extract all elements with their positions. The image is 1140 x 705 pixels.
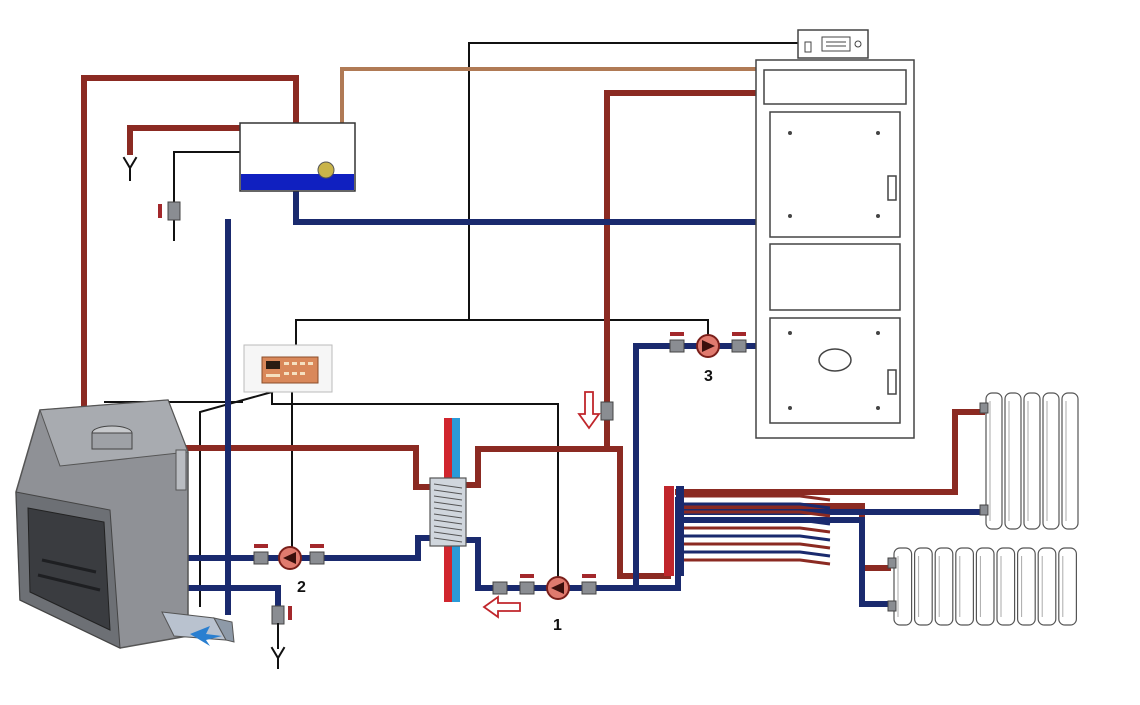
pump-3 xyxy=(696,334,720,358)
boiler xyxy=(755,59,915,439)
drain-fittings xyxy=(122,156,286,669)
radiator-section xyxy=(955,547,974,626)
expansion-tank xyxy=(239,122,356,192)
pump-2 xyxy=(278,546,302,570)
hot-pipe-fireplace-riser xyxy=(81,75,299,408)
manifold-circuit xyxy=(684,518,831,526)
hot-pipe-fireplace-out xyxy=(169,445,435,490)
valves xyxy=(158,201,747,625)
hx-plate xyxy=(433,507,463,513)
float-ball xyxy=(317,161,335,179)
fireplace-insert xyxy=(15,399,189,649)
cold-pipe-tank-down xyxy=(293,185,759,225)
radiator-valve-bottom xyxy=(887,600,897,612)
manifold-circuit xyxy=(684,510,831,518)
radiator-section xyxy=(1016,547,1036,626)
hx-plate xyxy=(433,489,463,495)
pump-label-3: 3 xyxy=(704,368,713,385)
manifold-circuit xyxy=(684,494,831,502)
signal-wire-sensor xyxy=(199,390,274,607)
manifold-circuit xyxy=(684,542,831,550)
hx-plate xyxy=(433,525,463,531)
air-damper xyxy=(161,611,235,646)
radiator-section xyxy=(934,547,954,626)
signal-wire-pump1 xyxy=(271,391,559,589)
hx-plate xyxy=(433,513,463,519)
signal-wire-main xyxy=(468,42,799,321)
hx-plate xyxy=(433,495,463,501)
radiator-section xyxy=(1042,392,1060,530)
radiator-upper xyxy=(979,392,1079,530)
hx-plate xyxy=(433,483,463,489)
hx-plate xyxy=(433,519,463,525)
manifold-circuit xyxy=(684,502,831,510)
hx-plate xyxy=(433,501,463,507)
cold-pipe-lower-radiator xyxy=(675,517,891,607)
cold-pipe-fireplace-return xyxy=(183,585,281,613)
pump-label-2: 2 xyxy=(297,579,306,596)
radiator-valve-bottom xyxy=(979,504,989,516)
signal-wire-distributor xyxy=(295,319,709,346)
radiator-section xyxy=(1061,392,1079,530)
heat-exchanger xyxy=(429,418,467,602)
radiator-lower xyxy=(887,547,1078,626)
manifold-circuits xyxy=(684,494,831,566)
manifold-circuit xyxy=(684,534,831,542)
radiator-section xyxy=(913,547,933,626)
boiler-controller xyxy=(797,29,869,59)
manifold-circuit xyxy=(684,550,831,558)
manifold-circuit xyxy=(684,558,831,566)
tank-water xyxy=(241,174,354,190)
hx-plate xyxy=(433,531,463,537)
flow-arrow-down xyxy=(577,391,601,430)
hx-plate xyxy=(433,537,463,543)
hx-plates xyxy=(433,483,463,543)
radiator-section xyxy=(1037,547,1057,626)
hot-pipe-overflow xyxy=(127,125,243,155)
pump-1 xyxy=(546,576,570,600)
flow-arrow-left xyxy=(482,595,521,619)
cold-pipe-pump2-line xyxy=(183,535,435,561)
radiator-section xyxy=(1023,392,1041,530)
radiator-valve-top xyxy=(979,402,989,414)
signal-wires xyxy=(104,42,799,607)
hot-pipe-upper-radiator xyxy=(675,409,985,495)
hot-pipe-boiler-feed xyxy=(604,90,759,451)
radiator-section xyxy=(1058,547,1078,626)
hot-pipe-hx-out xyxy=(463,446,671,579)
manifold xyxy=(664,486,684,576)
pumps xyxy=(278,334,720,600)
wall-controller xyxy=(243,344,333,393)
radiator-section xyxy=(996,547,1016,626)
radiator-section xyxy=(975,547,995,626)
tan-line xyxy=(340,67,757,127)
radiator-section xyxy=(893,547,913,626)
radiator-section xyxy=(1004,392,1022,530)
pump-label-1: 1 xyxy=(553,617,562,634)
manifold-circuit xyxy=(684,526,831,534)
radiator-valve-top xyxy=(887,557,897,569)
